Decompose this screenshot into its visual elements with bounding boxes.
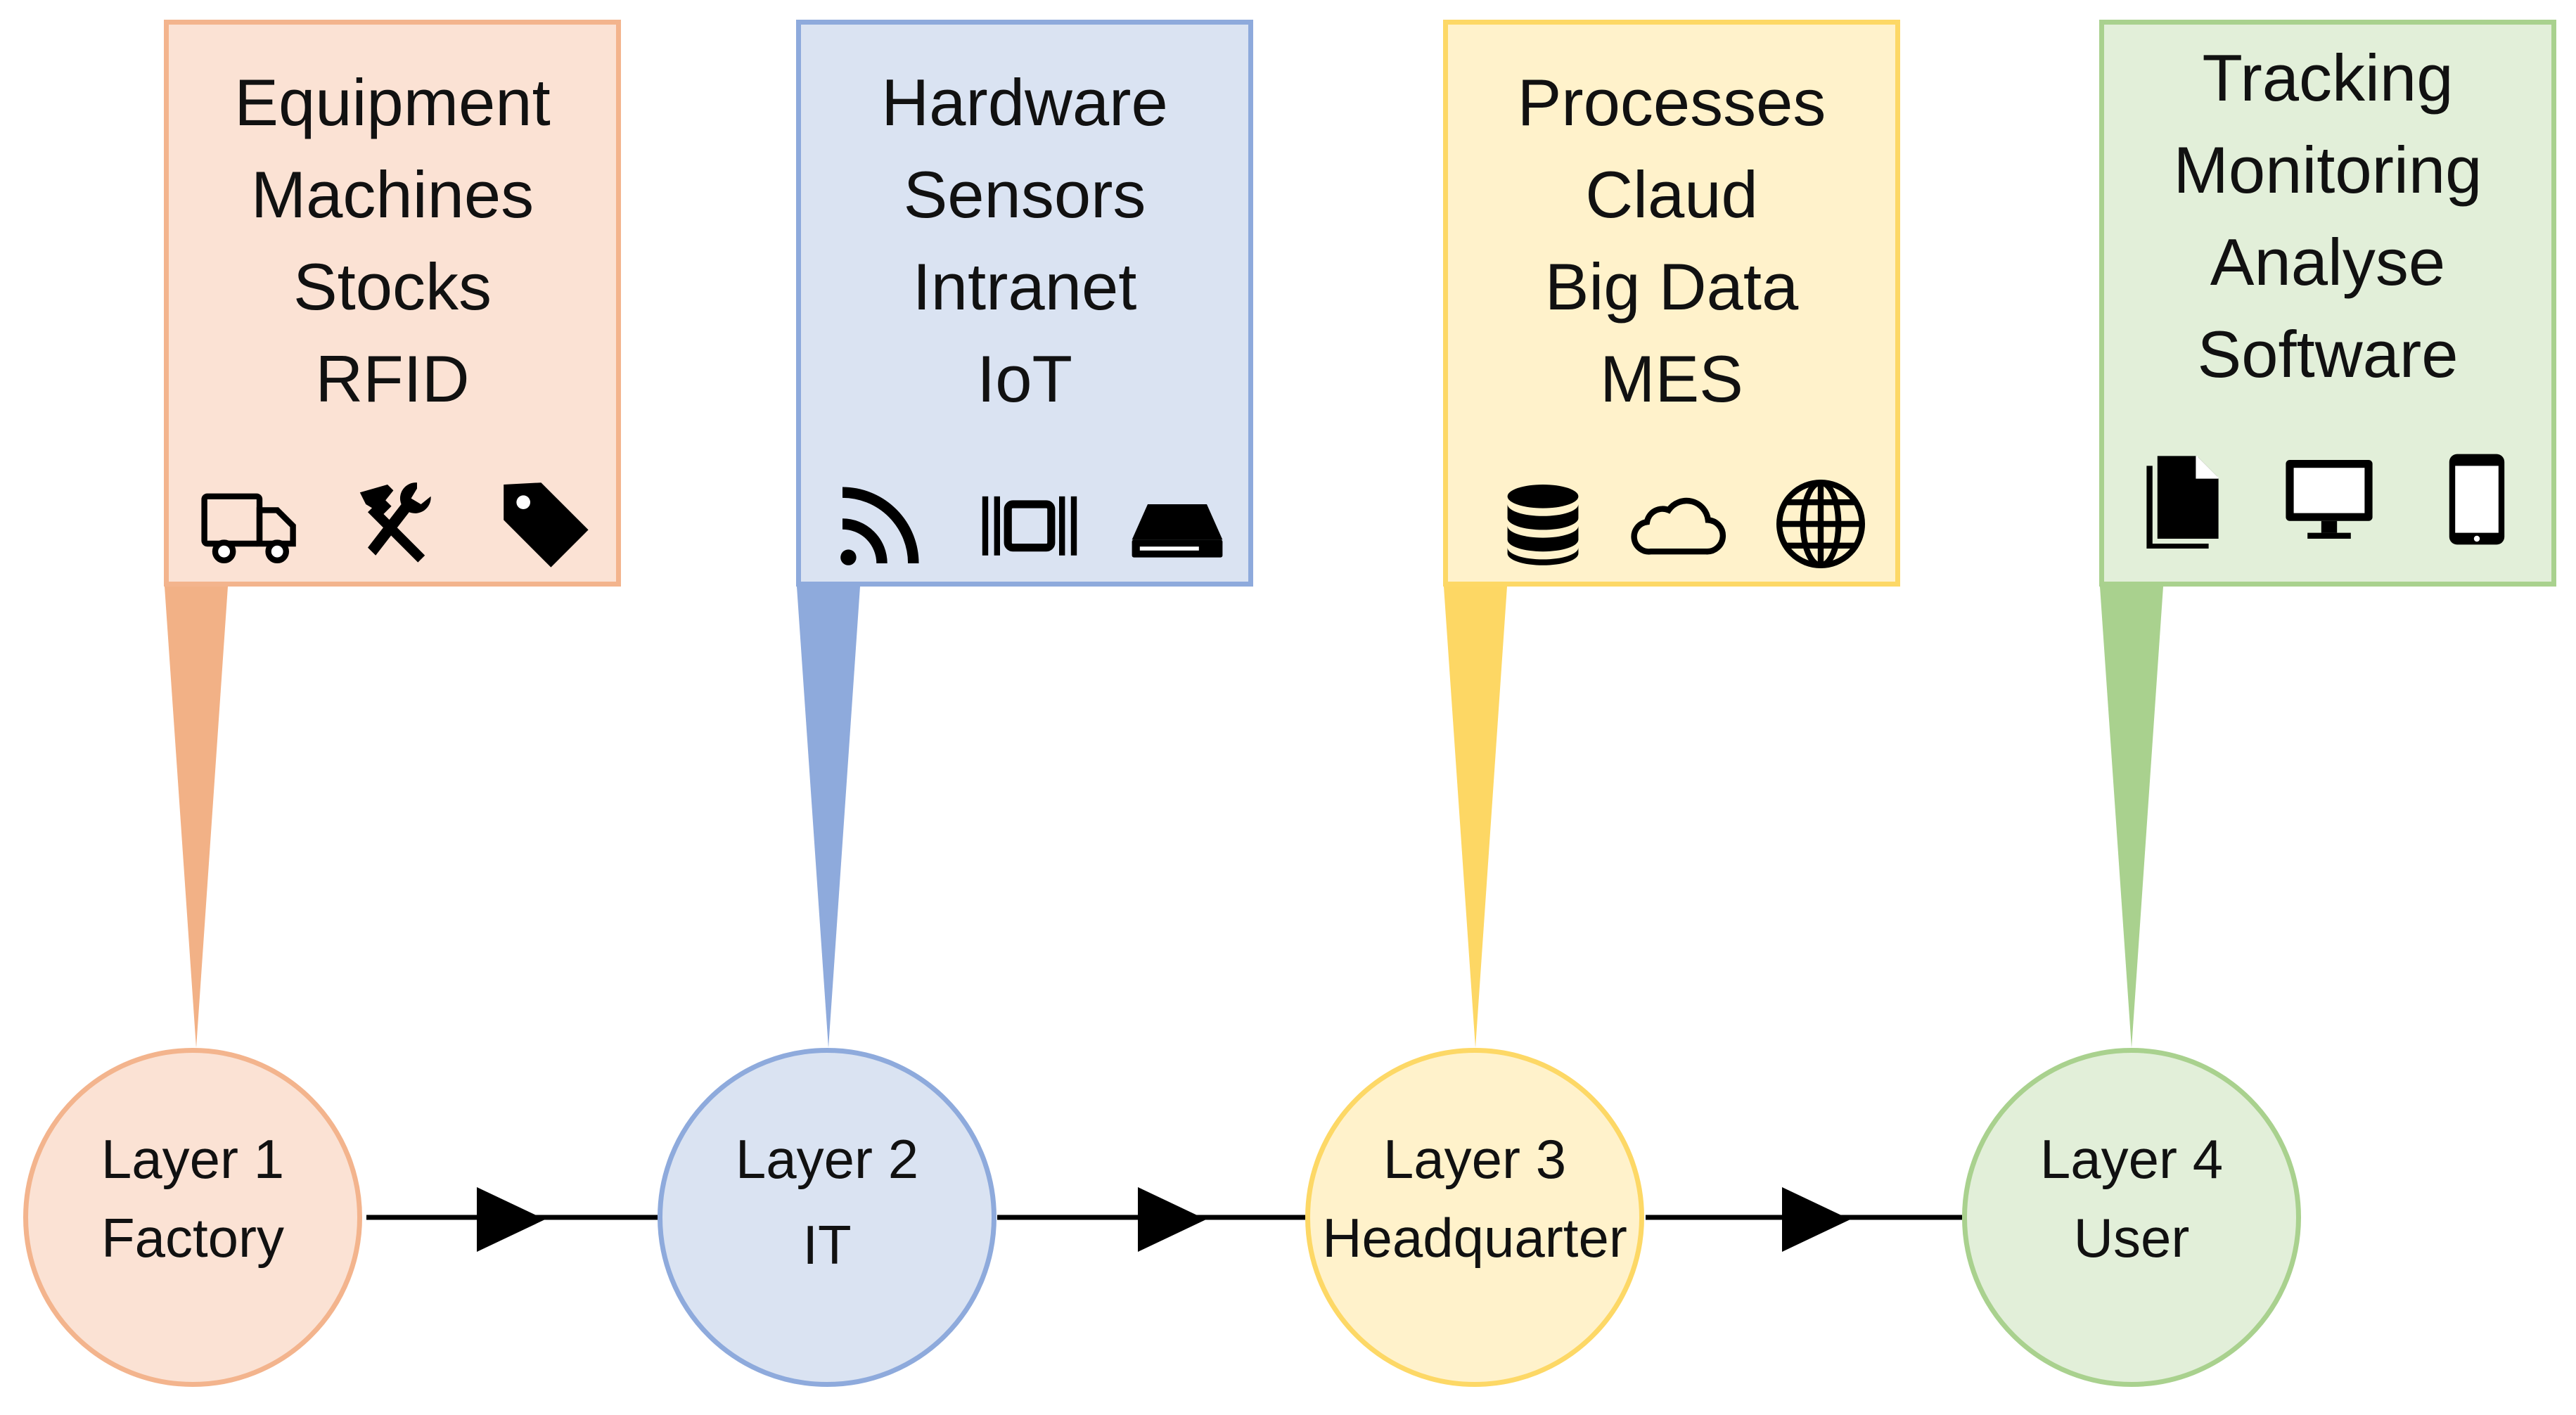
user-resources-box: Tracking Monitoring Analyse Software	[2099, 20, 2556, 587]
box-line: IoT	[977, 342, 1072, 416]
pointer-layer-2	[797, 587, 860, 1048]
box-line: Intranet	[912, 250, 1137, 324]
arrow-3-4	[1782, 1187, 1850, 1252]
layer-title: Layer 4	[2039, 1128, 2224, 1190]
box-line: RFID	[315, 342, 470, 416]
layer-name: Headquarter	[1322, 1207, 1627, 1269]
layer-name: Factory	[101, 1207, 285, 1269]
it-resources-box: Hardware Sensors Intranet IoT	[796, 20, 1253, 587]
pointer-layer-4	[2100, 587, 2163, 1048]
hammer-wrench-icon	[345, 475, 450, 573]
layer-3-node: Layer 3 Headquarter	[1305, 1048, 1644, 1387]
box-line: Machines	[250, 158, 534, 231]
document-icon	[2132, 450, 2238, 549]
it-resources-list: Hardware Sensors Intranet IoT	[801, 56, 1248, 425]
box-line: Claud	[1585, 158, 1758, 231]
layer-title: Layer 1	[101, 1128, 285, 1190]
tag-icon	[492, 475, 598, 573]
globe-icon	[1768, 475, 1873, 573]
user-resources-list: Tracking Monitoring Analyse Software	[2104, 32, 2551, 400]
pointer-layer-3	[1444, 587, 1507, 1048]
box-line: Software	[2197, 317, 2459, 391]
rss-icon	[829, 475, 935, 573]
layer-1-node: Layer 1 Factory	[23, 1048, 362, 1387]
box-line: Hardware	[881, 65, 1168, 139]
factory-resources-list: Equipment Machines Stocks RFID	[169, 56, 616, 425]
hard-drive-icon	[1124, 475, 1230, 573]
layer-name: User	[2073, 1207, 2190, 1269]
cloud-icon	[1624, 475, 1729, 573]
box-line: Stocks	[293, 250, 492, 324]
layer-title: Layer 3	[1383, 1128, 1567, 1190]
box-line: Tracking	[2202, 41, 2454, 115]
layer-name: IT	[802, 1214, 852, 1276]
rfid-reader-icon	[977, 475, 1082, 573]
pointer-layer-1	[165, 587, 228, 1048]
truck-icon	[197, 475, 302, 573]
monitor-icon	[2276, 450, 2382, 549]
headquarter-resources-list: Processes Claud Big Data MES	[1448, 56, 1895, 425]
box-line: Big Data	[1544, 250, 1799, 324]
box-line: Processes	[1517, 65, 1826, 139]
box-line: Monitoring	[2173, 133, 2482, 207]
layer-title: Layer 2	[735, 1128, 919, 1190]
box-line: MES	[1600, 342, 1743, 416]
box-line: Analyse	[2210, 225, 2446, 299]
factory-resources-box: Equipment Machines Stocks RFID	[164, 20, 621, 587]
tablet-icon	[2424, 450, 2530, 549]
box-line: Sensors	[903, 158, 1146, 231]
arrow-2-3	[1138, 1187, 1206, 1252]
arrow-1-2	[477, 1187, 545, 1252]
database-icon	[1490, 475, 1596, 573]
layer-2-node: Layer 2 IT	[658, 1048, 997, 1387]
box-line: Equipment	[234, 65, 551, 139]
headquarter-resources-box: Processes Claud Big Data MES	[1443, 20, 1900, 587]
layer-4-node: Layer 4 User	[1962, 1048, 2301, 1387]
